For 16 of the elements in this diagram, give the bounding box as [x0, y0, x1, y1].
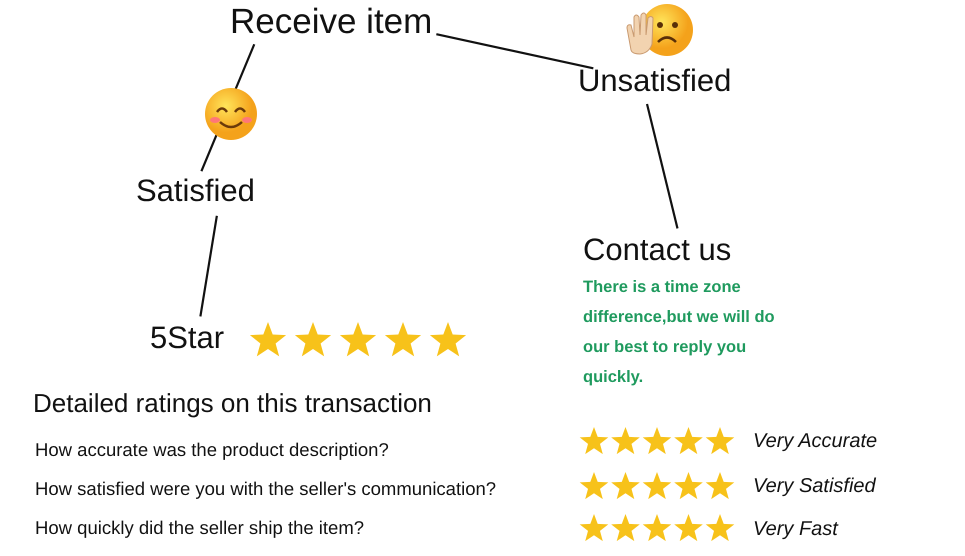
- connector-line: [646, 104, 679, 229]
- rating-text: Very Satisfied: [753, 475, 876, 498]
- step-label: Satisfied: [136, 173, 255, 209]
- question-text: How accurate was the product description?: [35, 439, 389, 461]
- step-label: Contact us: [583, 232, 732, 268]
- step-label: Unsatisfied: [578, 63, 732, 99]
- connector-line: [436, 33, 594, 70]
- rating-text: Very Accurate: [753, 430, 878, 453]
- note-text: There is a time zone difference,but we will do our best to reply you quickly.: [583, 276, 776, 388]
- step-label: 5Star: [150, 320, 224, 356]
- connector-line: [199, 216, 218, 317]
- section-heading: Detailed ratings on this transaction: [33, 388, 432, 419]
- rating-text: Very Fast: [753, 518, 838, 541]
- step-label: Receive item: [230, 2, 432, 42]
- question-text: How satisfied were you with the seller's communication?: [35, 478, 496, 500]
- question-text: How quickly did the seller ship the item?: [35, 517, 364, 539]
